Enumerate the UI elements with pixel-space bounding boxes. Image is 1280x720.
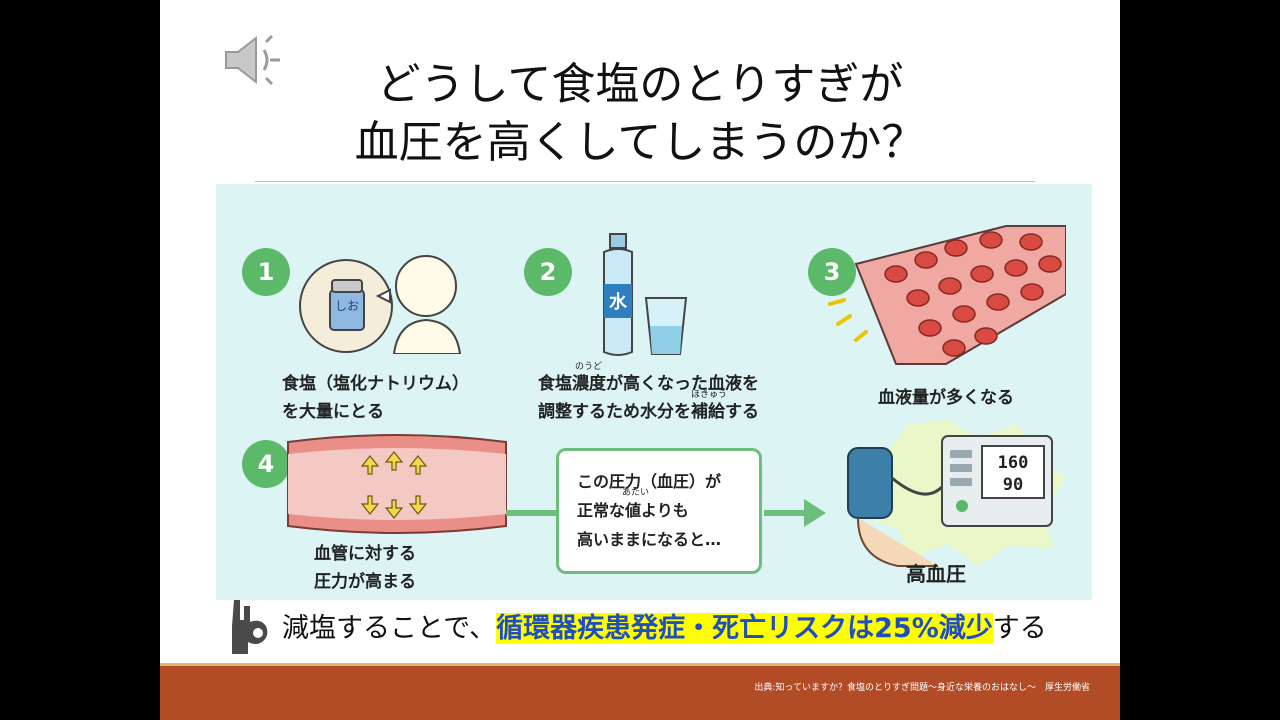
step1-text-line1: 食塩（塩化ナトリウム） [282, 374, 469, 394]
bottom-suffix: する [992, 613, 1047, 644]
explanation-box: この圧力（血圧）が 正常なあたい値よりも 高いままになると… [556, 448, 762, 574]
water-bottle-icon: 水 [603, 233, 688, 356]
result-label: 高血圧 [906, 562, 966, 586]
monitor-systolic: 160 [998, 453, 1029, 473]
bottom-prefix: 減塩することで、 [282, 613, 497, 644]
bottom-highlight: 循環器疾患発症・死亡リスクは25%減少 [496, 613, 993, 644]
illustration-panel: 1 しお 食塩（塩化ナトリウム） を大量にとる 2 水 食塩のうど濃度が高くなっ… [216, 184, 1092, 600]
arrow-connector-left [506, 510, 556, 516]
title-divider [255, 181, 1035, 182]
bottle-label: 水 [609, 291, 628, 313]
bottom-text: 減塩することで、循環器疾患発症・死亡リスクは25%減少する [282, 606, 1047, 645]
step4-text-line2: 圧力が高まる [314, 572, 416, 592]
footer-bar: 出典:知っていますか？食塩のとりすぎ問題～身近な栄養のおはなし～ 厚生労働省 [160, 666, 1120, 720]
footer-accent-line [160, 663, 1120, 666]
salt-label: しお [335, 299, 359, 313]
ruby-base-atai: あたい値 [622, 488, 650, 521]
arrow-right-icon [764, 499, 826, 527]
box-text-line2: 正常なあたい値よりも [577, 488, 741, 525]
box-text-line3: 高いままになると… [577, 530, 722, 549]
slide-title-line2: 血圧を高くしてしまうのか？ [354, 117, 926, 168]
speaker-icon[interactable] [222, 30, 284, 90]
blood-vessel-icon [828, 225, 1066, 365]
step-number-4: 4 [242, 440, 290, 488]
step-number-3: 3 [808, 248, 856, 296]
slide: どうして食塩のとりすぎが 血圧を高くしてしまうのか？ 1 しお 食塩（塩化ナトリ… [160, 0, 1120, 720]
blood-pressure-monitor-icon: 160 90 [847, 420, 1066, 567]
slide-title-line1: どうして食塩のとりすぎが [376, 59, 904, 110]
step2-text-line2: 調整するため水分をほきゅう補給する [538, 390, 759, 426]
box-text-line1: この圧力（血圧）が [577, 472, 722, 491]
bottom-statement: 減塩することで、循環器疾患発症・死亡リスクは25%減少する [226, 596, 1116, 660]
ruby-atai: あたい [622, 488, 650, 498]
ruby-base-noudo: のうど濃度 [572, 362, 606, 395]
source-citation: 出典:知っていますか？食塩のとりすぎ問題～身近な栄養のおはなし～ 厚生労働省 [754, 683, 1090, 693]
ok-hand-icon [232, 600, 268, 654]
salt-shaker-icon: しお [299, 255, 462, 354]
step3-text-line1: 血液量が多くなる [878, 388, 1014, 408]
step2-text-line1: 食塩のうど濃度が高くなった血液を [538, 362, 759, 398]
step-number-2: 2 [524, 248, 572, 296]
step1-text-line2: を大量にとる [282, 402, 384, 422]
ruby-hokyuu: ほきゅう [691, 390, 728, 400]
ruby-base-hokyuu: ほきゅう補給 [691, 390, 728, 423]
step4-text-line1: 血管に対する [314, 544, 416, 564]
step-number-1: 1 [242, 248, 290, 296]
vessel-pressure-icon [287, 434, 507, 534]
monitor-diastolic: 90 [1003, 475, 1023, 495]
ruby-noudo: のうど [575, 362, 603, 372]
